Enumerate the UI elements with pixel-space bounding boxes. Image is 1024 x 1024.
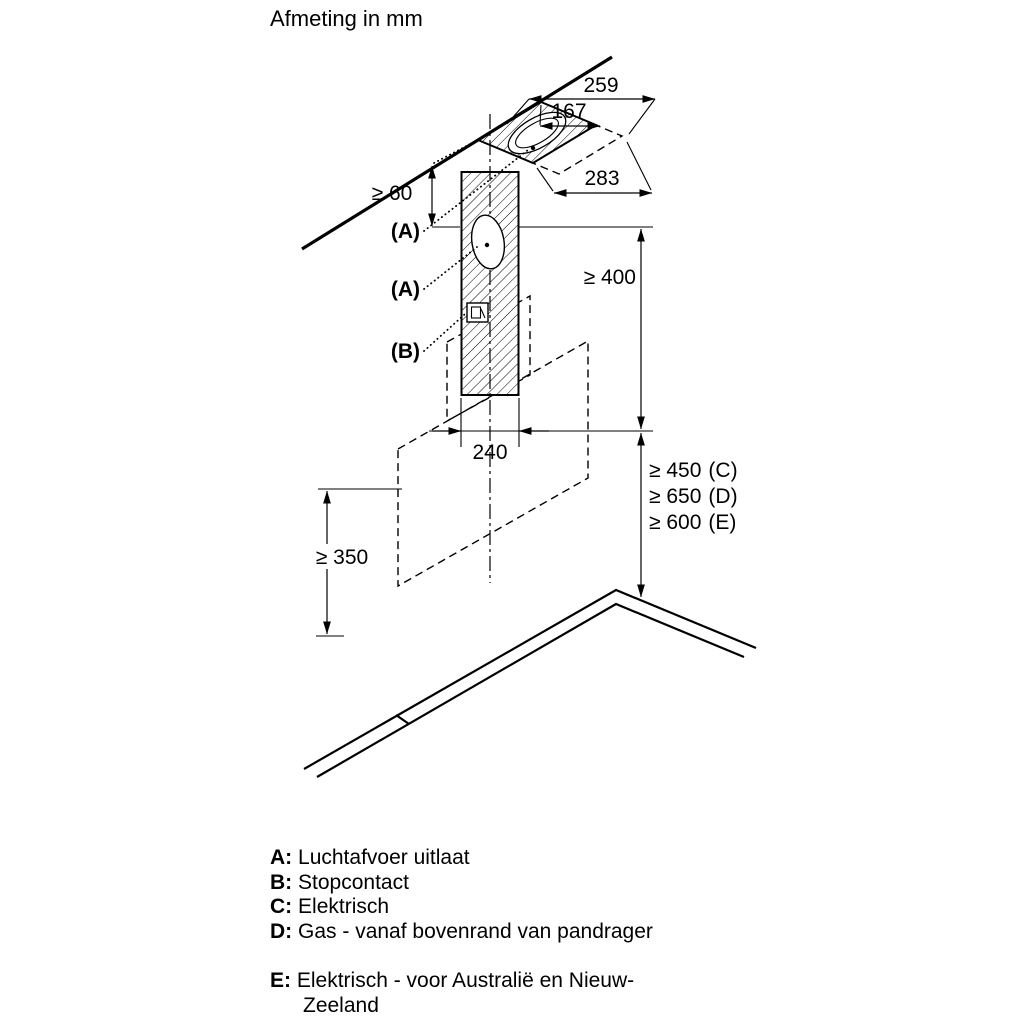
svg-text:≥ 400: ≥ 400 xyxy=(584,266,636,289)
dim-clearances: ≥ 450(C) ≥ 650(D) ≥ 600(E) xyxy=(637,432,738,598)
clearance-c: ≥ 450(C) xyxy=(649,459,738,482)
ceiling-line xyxy=(301,55,613,251)
legend: A: Luchtafvoer uitlaat B: Stopcontact C:… xyxy=(270,846,750,1018)
svg-text:≥ 60: ≥ 60 xyxy=(372,182,413,205)
legend-item-c: C: Elektrisch xyxy=(270,895,390,918)
counter-corner-notch xyxy=(395,714,410,725)
clearance-d: ≥ 650(D) xyxy=(649,485,738,508)
dim-283: 283 xyxy=(536,141,653,197)
duct-outlet-ellipse xyxy=(470,214,506,270)
leader-a1 xyxy=(423,149,529,232)
legend-item-a: A: Luchtafvoer uitlaat xyxy=(270,846,470,869)
callout-b: (B) xyxy=(391,340,420,363)
svg-text:240: 240 xyxy=(472,441,507,464)
clearance-e: ≥ 600(E) xyxy=(649,511,736,534)
callout-a1: (A) xyxy=(391,220,420,243)
callouts: (A) (A) (B) xyxy=(391,149,529,363)
legend-item-e: E: Elektrisch - voor Australië en Nieuw-… xyxy=(270,969,635,1017)
dim-240: 240 xyxy=(429,398,653,464)
power-socket-symbol xyxy=(466,302,489,323)
dim-259: 259 xyxy=(506,74,656,135)
svg-text:≥ 350: ≥ 350 xyxy=(316,546,368,569)
dim-60: ≥ 60 xyxy=(372,140,477,227)
outlet-center-dot xyxy=(530,145,536,151)
dim-167: 167 xyxy=(539,100,601,130)
leader-b xyxy=(423,313,466,352)
svg-text:259: 259 xyxy=(583,74,618,97)
flue-cover-outline xyxy=(446,294,531,423)
dim-350: ≥ 350 xyxy=(299,488,402,637)
callout-a2: (A) xyxy=(391,278,420,301)
hood-canopy-outline xyxy=(397,339,589,588)
legend-item-d: D: Gas - vanaf bovenrand van pandrager xyxy=(270,919,653,943)
svg-text:283: 283 xyxy=(584,167,619,190)
legend-item-b: B: Stopcontact xyxy=(270,870,409,894)
page-title: Afmeting in mm xyxy=(270,6,423,31)
svg-text:167: 167 xyxy=(551,100,586,123)
counter-edge-lines xyxy=(303,588,757,778)
dim-400: ≥ 400 xyxy=(432,226,653,430)
